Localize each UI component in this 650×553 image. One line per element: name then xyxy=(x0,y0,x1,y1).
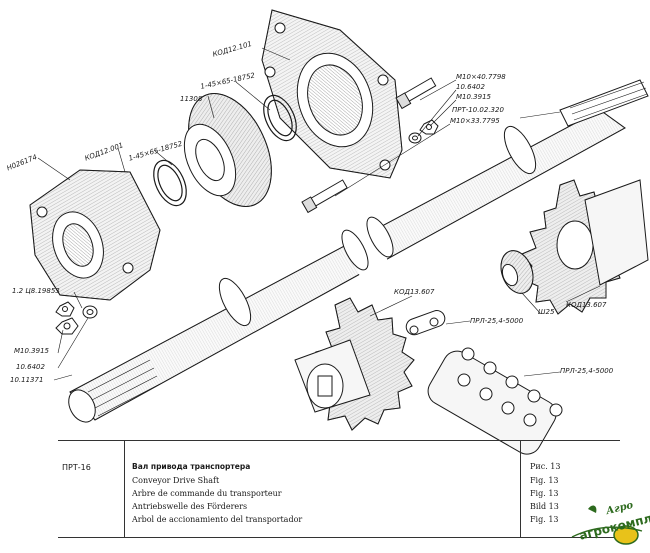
label-m10-40-7798: М10×40.7798 xyxy=(456,73,506,81)
label-10-6402-bottom: 10.6402 xyxy=(16,363,45,371)
figure-number-de: Bild 13 xyxy=(530,502,559,511)
bolt-m10-40 xyxy=(395,77,437,110)
label-m10-3915-bottom: М10.3915 xyxy=(14,347,49,355)
caption-line-de: Antriebswelle des Förderers xyxy=(132,502,248,511)
bolt-m10-33 xyxy=(301,179,348,214)
nut-upper xyxy=(419,119,439,135)
figure-number-fr: Fig. 13 xyxy=(530,489,559,498)
label-kod13607-middle: КОД13.607 xyxy=(394,288,435,296)
label-10-6402-top: 10.6402 xyxy=(456,83,485,91)
label-11308: 11308 xyxy=(180,95,203,103)
nut-washer-lower xyxy=(55,301,98,335)
label-m10-3915-top: М10.3915 xyxy=(456,93,491,101)
bearing-housing-lower xyxy=(29,169,161,301)
roller-chain xyxy=(427,347,563,455)
washer-upper xyxy=(408,132,422,144)
label-10-11371: 10.11371 xyxy=(10,376,44,384)
label-washer-12: 1.2 Ц8.19853 xyxy=(12,287,60,295)
label-prt-10-02-320: ПРТ-10.02.320 xyxy=(452,106,504,114)
bearing-11308 xyxy=(183,93,272,207)
caption-line-es: Arbol de accionamiento del transportador xyxy=(132,515,303,524)
caption-line-fr: Arbre de commande du transporteur xyxy=(132,489,282,498)
figure-number-es: Fig. 13 xyxy=(530,515,559,524)
label-w25: Ш25 xyxy=(538,308,555,316)
figure-number-en: Fig. 13 xyxy=(530,476,559,485)
seal-ring-lower xyxy=(153,159,187,207)
caption-divider-right xyxy=(520,441,521,537)
chain-connector-link xyxy=(405,310,446,336)
figure-number-ru: Рис. 13 xyxy=(530,462,561,471)
logo-emblem xyxy=(571,505,643,545)
bearing-housing-upper xyxy=(261,9,403,179)
sprocket-middle xyxy=(294,297,415,431)
figure-code: ПРТ-16 xyxy=(62,463,91,472)
bushing-w25 xyxy=(500,250,534,294)
drive-shaft xyxy=(68,79,649,423)
leader-lines xyxy=(37,47,601,381)
caption-divider-left xyxy=(124,441,125,537)
label-chain-connector: ПРЛ-25,4-5000 xyxy=(470,317,524,325)
sprocket-right xyxy=(521,179,649,315)
label-roller-chain: ПРЛ-25,4-5000 xyxy=(560,367,614,375)
seal-ring-upper xyxy=(263,94,297,142)
label-m10-33-7795: М10×33.7795 xyxy=(450,117,500,125)
caption-table: ПРТ-16 Вал привода транспортера Conveyor… xyxy=(58,440,620,538)
label-kod13607-right: КОД13.607 xyxy=(566,301,607,309)
caption-line-ru: Вал привода транспортера xyxy=(132,462,251,471)
agrocomplex-logo: Агро агрокомплекс xyxy=(568,500,650,549)
caption-line-en: Conveyor Drive Shaft xyxy=(132,476,220,485)
